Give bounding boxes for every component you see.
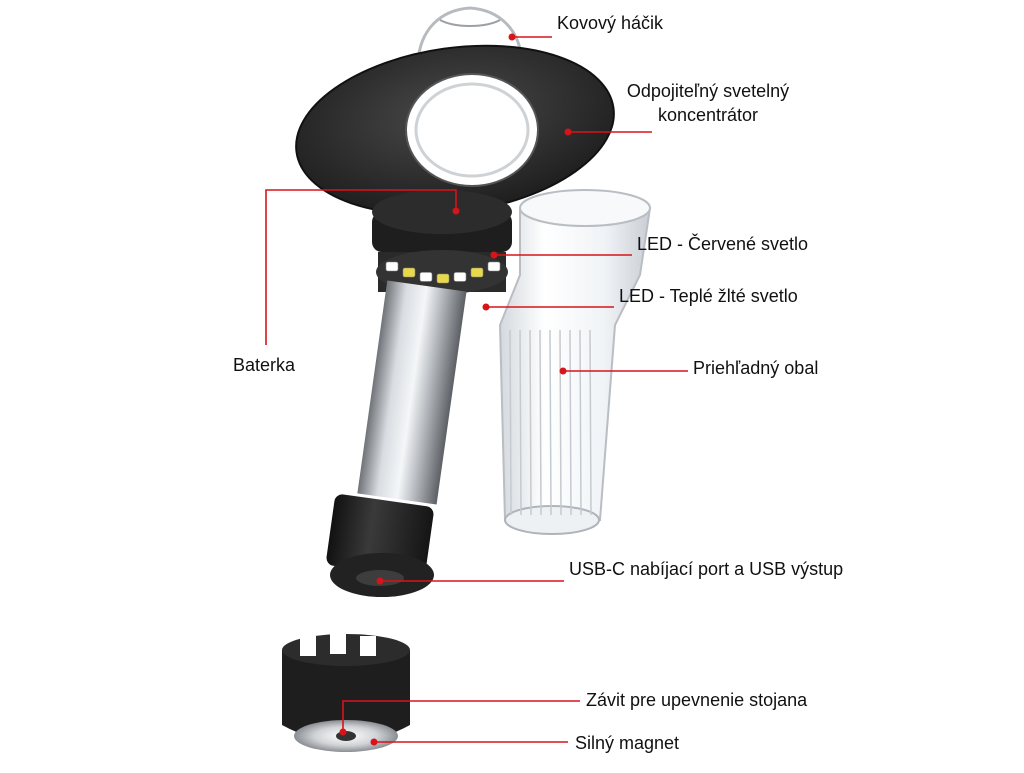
leader-led-red-dot — [490, 251, 498, 259]
cover-rib — [549, 329, 552, 516]
leader-concentrator-dot — [564, 128, 572, 136]
cover-rib — [589, 329, 592, 516]
label-concentrator-line2: koncentrátor — [657, 105, 759, 125]
leader-battery — [265, 189, 457, 345]
cover-rib — [559, 329, 562, 516]
label-led-red: LED - Červené svetlo — [637, 234, 809, 254]
led-chip — [402, 267, 416, 278]
led-chip — [419, 272, 433, 282]
leader-usb-dot — [376, 577, 384, 585]
leader-hook-dot — [508, 33, 516, 41]
leader-thread-dot — [339, 728, 347, 736]
label-concentrator: Odpojiteľný svetelný koncentrátor — [612, 79, 804, 127]
light-concentrator — [295, 44, 615, 216]
leader-battery-dot — [452, 207, 460, 215]
label-led-warm: LED - Teplé žlté svetlo — [619, 286, 798, 306]
label-battery: Baterka — [233, 355, 296, 375]
label-usb: USB-C nabíjací port a USB výstup — [569, 559, 844, 579]
led-chip — [487, 261, 501, 272]
leader-thread — [342, 700, 580, 732]
cover-ribs — [509, 329, 592, 516]
transparent-cover — [498, 189, 652, 535]
label-cover: Priehľadný obal — [693, 358, 819, 378]
led-chip — [453, 272, 467, 282]
cover-rib — [539, 329, 542, 516]
label-magnet: Silný magnet — [575, 733, 680, 753]
led-chip — [436, 273, 450, 284]
cover-rib — [509, 329, 512, 516]
led-chip — [385, 261, 399, 272]
battery-tube — [357, 280, 467, 505]
led-chips — [385, 261, 501, 284]
label-hook: Kovový háčik — [557, 13, 664, 33]
callout-lines — [265, 33, 688, 746]
cover-rib — [519, 329, 522, 516]
label-thread: Závit pre upevnenie stojana — [586, 690, 808, 710]
cover-rib — [579, 329, 582, 516]
usb-cap — [326, 494, 434, 597]
leader-cover-dot — [559, 367, 567, 375]
leader-magnet-dot — [370, 738, 378, 746]
leader-led-warm-dot — [482, 303, 490, 311]
stand-base — [282, 634, 410, 752]
led-chip — [470, 267, 484, 278]
label-concentrator-line1: Odpojiteľný svetelný — [626, 81, 790, 101]
cover-rib — [529, 329, 532, 516]
cover-rib — [569, 329, 572, 516]
